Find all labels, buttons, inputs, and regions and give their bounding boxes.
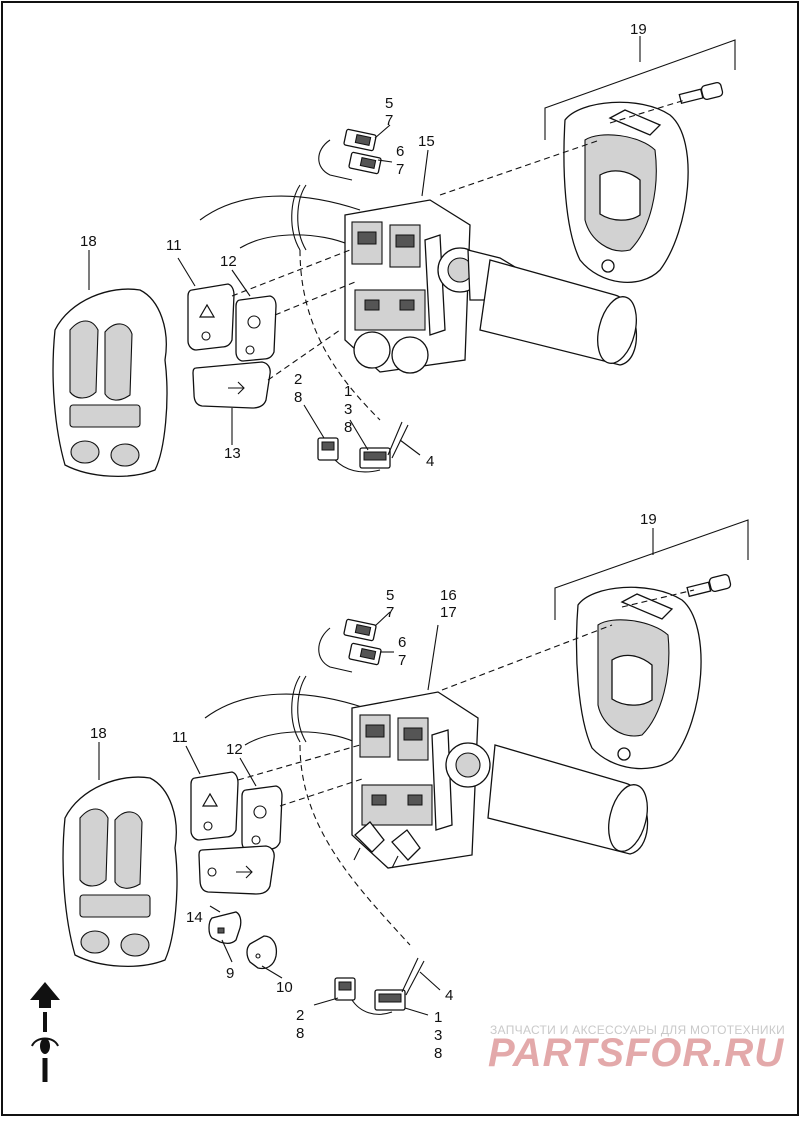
bottom-switch-housing-assembly <box>204 691 491 869</box>
bottom-lower-housing <box>62 776 178 967</box>
bottom-callout-3: 3 <box>434 1027 442 1044</box>
top-turn-signal-switch-cap <box>192 361 271 409</box>
bottom-callout-7a: 7 <box>386 604 394 621</box>
bottom-callout-7b: 7 <box>398 652 406 669</box>
top-callout-18: 18 <box>80 233 97 250</box>
bottom-round-button-cap <box>246 935 278 970</box>
turn-signal-icon <box>228 381 245 395</box>
top-callout-7b: 7 <box>396 161 404 178</box>
bottom-callout-8a: 8 <box>296 1025 304 1042</box>
direction-arrow-icon <box>30 982 60 1008</box>
bottom-callout-4: 4 <box>445 987 453 1004</box>
bottom-upper-housing-cover <box>554 519 749 770</box>
bottom-callout-17: 17 <box>440 604 457 621</box>
bottom-cruise-button-cap <box>208 911 242 944</box>
top-callout-13: 13 <box>224 445 241 462</box>
motorcycle-icon <box>31 1012 59 1082</box>
bottom-callout-2: 2 <box>296 1007 304 1024</box>
horn-icon <box>253 805 267 819</box>
bottom-callout-19: 19 <box>640 511 657 528</box>
top-callout-12: 12 <box>220 253 237 270</box>
bottom-callout-1: 1 <box>434 1009 442 1026</box>
bottom-callout-14: 14 <box>186 909 203 926</box>
bottom-callout-9: 9 <box>226 965 234 982</box>
bottom-connector-pair-upper <box>291 618 382 743</box>
hazard-icon <box>198 303 216 318</box>
bottom-diagram: 19 5 7 16 17 6 7 18 11 12 14 9 10 4 2 8 … <box>62 511 749 1062</box>
bottom-handlebar-grip <box>487 744 649 855</box>
top-lower-housing <box>52 288 168 477</box>
top-callout-15: 15 <box>418 133 435 150</box>
bottom-hazard-switch-cap <box>190 771 239 841</box>
top-upper-housing-cover <box>544 39 736 283</box>
bottom-callout-16: 16 <box>440 587 457 604</box>
hazard-icon <box>201 792 219 807</box>
top-callout-6: 6 <box>396 143 404 160</box>
bottom-callout-10: 10 <box>276 979 293 996</box>
top-horn-switch-cap <box>235 295 277 362</box>
bottom-horn-switch-cap <box>241 785 283 852</box>
bottom-callout-8b: 8 <box>434 1045 442 1062</box>
top-callout-19: 19 <box>630 21 647 38</box>
watermark-tagline: ЗАПЧАСТИ И АКСЕССУАРЫ ДЛЯ МОТОТЕХНИКИ <box>490 1023 785 1037</box>
bottom-callout-18: 18 <box>90 725 107 742</box>
bottom-turn-signal-switch-cap <box>198 845 275 895</box>
bottom-callout-5: 5 <box>386 587 394 604</box>
top-callout-8a: 8 <box>294 389 302 406</box>
top-diagram: 19 5 7 6 7 15 18 11 12 13 2 8 1 3 8 4 <box>52 21 736 477</box>
bottom-callout-11: 11 <box>172 729 188 746</box>
bottom-callout-6: 6 <box>398 634 406 651</box>
top-callout-7a: 7 <box>385 112 393 129</box>
top-callout-5: 5 <box>385 95 393 112</box>
top-hazard-switch-cap <box>187 283 235 351</box>
top-connector-pair-upper <box>291 128 382 251</box>
horn-icon <box>247 315 261 329</box>
top-handlebar-grip <box>479 259 638 366</box>
top-callout-8b: 8 <box>344 419 352 436</box>
top-callout-11: 11 <box>166 237 182 254</box>
top-callout-1: 1 <box>344 383 352 400</box>
top-callout-2: 2 <box>294 371 302 388</box>
watermark-brand: PARTSFOR.RU <box>488 1031 784 1075</box>
bottom-callout-12: 12 <box>226 741 243 758</box>
bottom-connector-pair-lower <box>334 957 425 1015</box>
top-callout-3: 3 <box>344 401 352 418</box>
top-callout-4: 4 <box>426 453 434 470</box>
top-connector-pair-lower <box>317 421 409 473</box>
turn-signal-icon <box>236 865 253 879</box>
